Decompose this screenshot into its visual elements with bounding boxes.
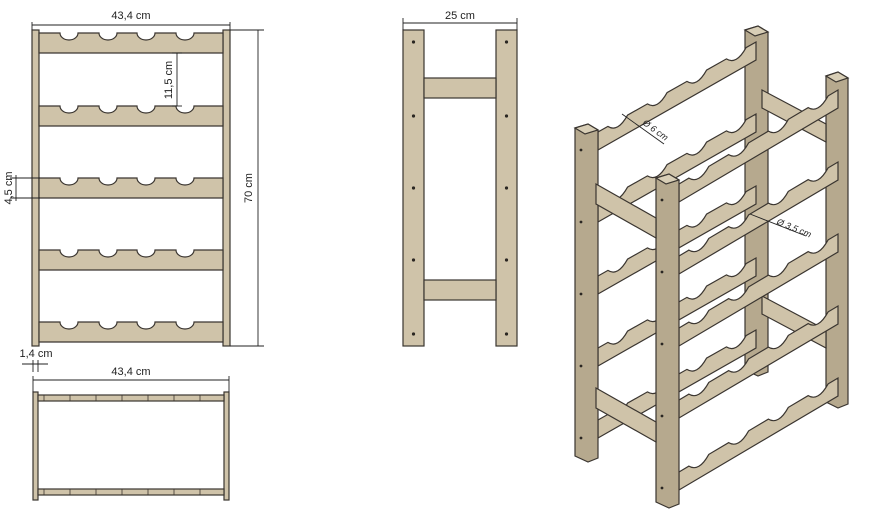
front-height-dimension: 70 cm (230, 29, 264, 347)
iso-front-left-post (574, 123, 599, 463)
iso-hole-left (579, 436, 583, 440)
top-side-thickness-dimension: 1,4 cm (19, 348, 53, 372)
side-hole-front (411, 114, 416, 118)
iso-hole-right (660, 414, 664, 418)
iso-front-upper-rail (595, 182, 657, 240)
side-hole-front (411, 332, 416, 336)
iso-hole-left (579, 148, 583, 152)
side-hole-back (504, 40, 509, 44)
side-hole-front (411, 258, 416, 262)
top-side-thickness-label: 1,4 cm (19, 348, 52, 360)
iso-front-shelf-1 (678, 88, 839, 204)
front-height-label: 70 cm (243, 173, 255, 203)
iso-front-shelf-4 (678, 304, 839, 420)
iso-back-shelf-2 (597, 112, 757, 224)
top-back-rail (37, 394, 225, 402)
top-width-dimension: 43,4 cm (32, 366, 230, 392)
front-spacing-label: 11,5 cm (163, 61, 175, 99)
top-view: 43,4 cm 1,4 cm (19, 348, 230, 501)
iso-front-lower-rail (595, 386, 657, 444)
top-front-rail (37, 488, 225, 496)
side-hole-back (504, 114, 509, 118)
side-upper-rail (423, 77, 497, 99)
front-view: 43,4 cm 70 cm 11,5 cm 4,5 cm (3, 10, 264, 347)
front-left-post (31, 29, 40, 347)
side-hole-front (411, 40, 416, 44)
front-width-dimension: 43,4 cm (31, 10, 231, 30)
front-thickness-label: 4,5 cm (3, 171, 15, 204)
front-spacing-dimension: 11,5 cm (163, 52, 182, 107)
iso-hole-left (579, 220, 583, 224)
front-shelf-5 (38, 321, 224, 343)
front-shelf-1 (38, 32, 224, 54)
iso-hole-right (660, 486, 664, 490)
front-shelf-3 (38, 177, 224, 199)
side-depth-dimension: 25 cm (402, 10, 518, 30)
side-hole-back (504, 186, 509, 190)
side-hole-back (504, 258, 509, 262)
front-shelves (38, 32, 224, 343)
top-left-post (32, 391, 39, 501)
side-hole-front (411, 186, 416, 190)
iso-hole-left (579, 364, 583, 368)
side-view: 25 cm (402, 10, 518, 347)
front-right-post (222, 29, 231, 347)
front-thickness-dimension: 4,5 cm (3, 171, 40, 205)
iso-front-shelf-5 (678, 376, 839, 492)
iso-screw-holes (579, 148, 664, 490)
side-depth-label: 25 cm (445, 10, 475, 22)
isometric-view: Ø 6 cm Ø 3,5 cm (573, 25, 850, 509)
iso-front-right-post (655, 173, 680, 509)
top-width-label: 43,4 cm (111, 366, 150, 378)
top-right-post (223, 391, 230, 501)
top-rail-segments (43, 395, 201, 495)
iso-hole-right (660, 342, 664, 346)
iso-hole-right (660, 270, 664, 274)
iso-front-shelf-3 (678, 232, 839, 348)
front-shelf-2 (38, 105, 224, 127)
front-width-label: 43,4 cm (111, 10, 150, 22)
front-shelf-4 (38, 249, 224, 271)
iso-hole-right (660, 198, 664, 202)
side-screw-holes (411, 40, 509, 336)
side-lower-rail (423, 279, 497, 301)
iso-small-cut-label: Ø 3,5 cm (774, 216, 813, 240)
iso-back-shelf-1 (597, 40, 757, 152)
side-hole-back (504, 332, 509, 336)
iso-hole-left (579, 292, 583, 296)
iso-front-shelf-2 (678, 160, 839, 276)
